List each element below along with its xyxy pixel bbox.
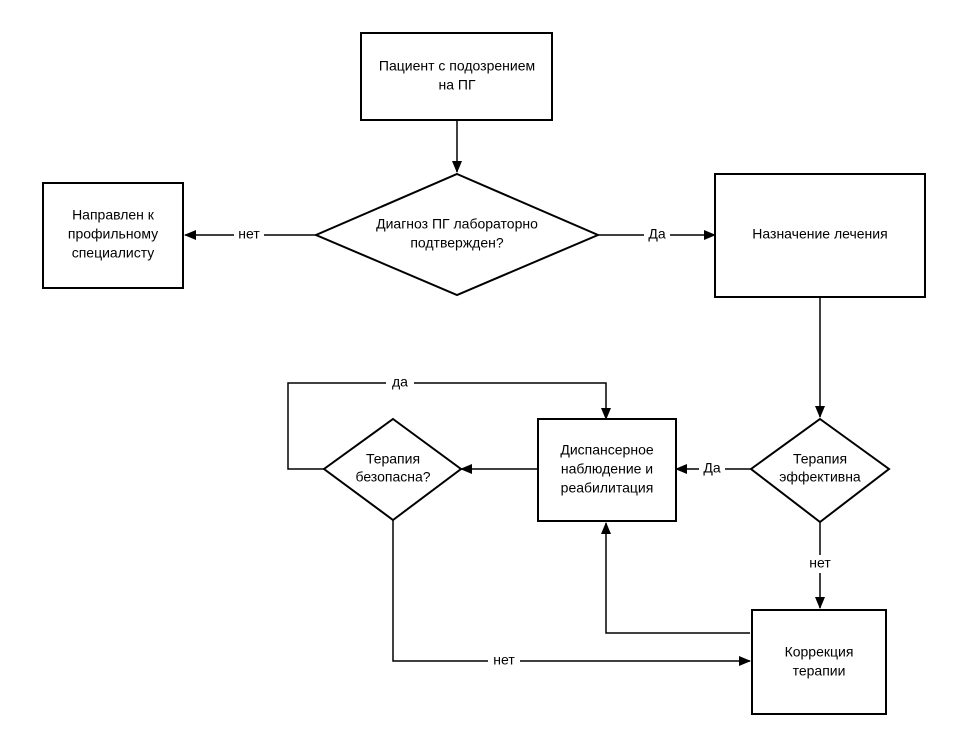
node-patient-line-1: Пациент с подозрением (379, 58, 535, 74)
node-patient-line-2: на ПГ (438, 77, 475, 93)
svg-text:нет: нет (238, 226, 260, 242)
edge-label-diag-yes: Да (644, 226, 670, 244)
edge-safe-to-dispensary-loop (287, 382, 611, 470)
node-dispensary-line-1: Диспансерное (560, 442, 653, 458)
node-treatment-line-1: Назначение лечения (752, 226, 887, 242)
edge-label-safe-yes: да (386, 374, 414, 392)
edge-label-eff-no: нет (803, 555, 837, 573)
node-diagnosis-decision: Диагноз ПГ лабораторно подтвержден? (313, 172, 601, 297)
node-correction-line-1: Коррекция (785, 644, 854, 660)
edge-correction-to-dispensary (601, 522, 750, 634)
edge-label-safe-no: нет (488, 652, 520, 670)
node-diagnosis-line-2: подтвержден? (410, 235, 504, 251)
node-referred-line-3: специалисту (72, 245, 155, 261)
node-dispensary-line-3: реабилитация (561, 480, 654, 496)
node-diagnosis-line-1: Диагноз ПГ лабораторно (376, 216, 538, 232)
node-referred: Направлен к профильному специалисту (42, 182, 184, 289)
node-dispensary: Диспансерное наблюдение и реабилитация (537, 418, 677, 522)
svg-text:Да: Да (648, 226, 665, 242)
svg-text:нет: нет (493, 652, 515, 668)
node-patient: Пациент с подозрением на ПГ (360, 32, 553, 121)
node-referred-line-2: профильному (68, 226, 158, 242)
node-effective-decision: Терапия эффективна (749, 417, 891, 524)
node-correction-line-2: терапии (793, 663, 846, 679)
node-safe-decision: Терапия безопасна? (322, 417, 463, 522)
node-treatment: Назначение лечения (714, 173, 926, 298)
node-safe-line-1: Терапия (366, 451, 420, 467)
node-effective-line-2: эффективна (779, 469, 861, 485)
svg-text:Да: Да (703, 460, 720, 476)
node-effective-line-1: Терапия (793, 451, 847, 467)
node-correction: Коррекция терапии (751, 609, 887, 715)
svg-text:нет: нет (809, 555, 831, 571)
node-dispensary-line-2: наблюдение и (561, 461, 653, 477)
node-referred-line-1: Направлен к (72, 207, 155, 223)
edge-label-diag-no: нет (234, 226, 264, 244)
edge-safe-to-correction (392, 520, 751, 666)
svg-text:да: да (392, 374, 408, 390)
node-safe-line-2: безопасна? (355, 469, 430, 485)
edge-label-eff-yes: Да (699, 460, 725, 478)
